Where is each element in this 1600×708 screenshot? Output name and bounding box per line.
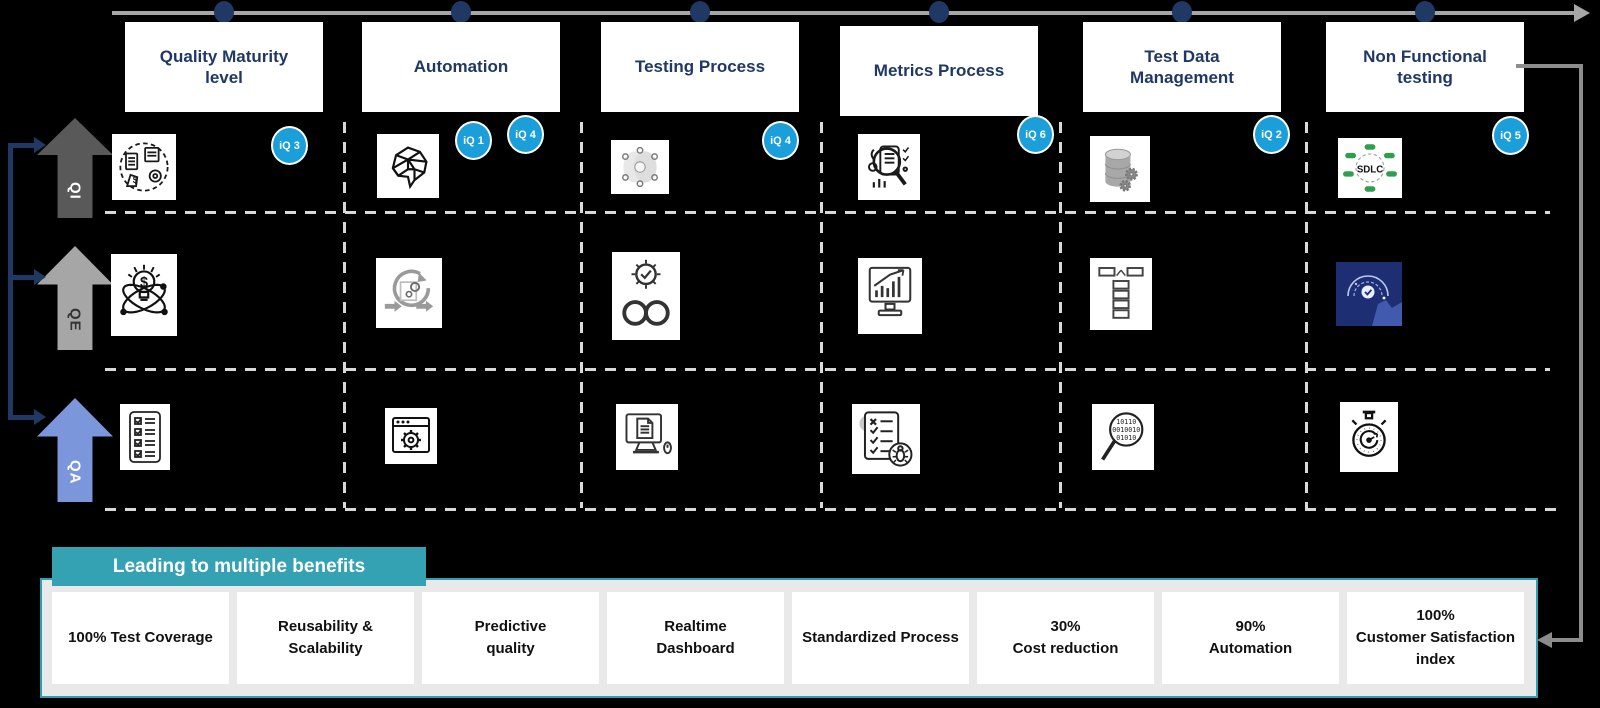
qi-label: QI	[66, 182, 84, 200]
performance-stopwatch-icon	[1340, 402, 1398, 472]
timeline-dot	[1415, 1, 1435, 23]
qe-label: QE	[66, 308, 84, 332]
qa-label: QA	[66, 459, 84, 485]
connector-vline	[8, 143, 13, 420]
timeline-dot	[929, 1, 949, 23]
automation-cycle-icon	[376, 258, 442, 328]
grid-hline	[105, 368, 1550, 371]
timeline-dot	[1172, 1, 1192, 23]
iq-badge: iQ 4	[762, 121, 799, 160]
benefits-title-tab: Leading to multiple benefits	[52, 547, 426, 586]
grid-vline	[820, 122, 823, 508]
connector-arrowhead-icon	[34, 269, 46, 285]
connector-branch-qi	[13, 143, 35, 148]
sdlc-network-icon: SDLC	[1338, 138, 1402, 198]
iq-badge: iQ 2	[1253, 115, 1290, 154]
benefit-card-automation: 90%Automation	[1162, 592, 1339, 684]
benefit-card-standardized-process: Standardized Process	[792, 592, 969, 684]
ai-brain-icon	[377, 134, 439, 198]
column-header-testing-process: Testing Process	[601, 22, 799, 112]
timeline-dot	[690, 1, 710, 23]
grid-hline	[105, 211, 1550, 214]
cost-optimization-icon: $	[112, 134, 176, 200]
svg-text:$: $	[140, 275, 148, 291]
column-header-quality-maturity: Quality Maturity level	[125, 22, 323, 112]
grid-vline	[1059, 122, 1062, 508]
devops-infinity-icon	[612, 252, 680, 340]
checklist-icon	[120, 404, 170, 470]
column-header-metrics-process: Metrics Process	[840, 26, 1038, 116]
svg-text:10110: 10110	[1116, 418, 1136, 426]
grid-vline	[343, 122, 346, 508]
web-automation-gear-icon	[385, 408, 437, 464]
defect-report-bug-icon	[852, 404, 920, 474]
qi-arrow: QI	[37, 118, 113, 218]
loop-line-right	[1579, 64, 1583, 642]
timeline-dot	[214, 1, 234, 23]
benefit-card-reusability: Reusability &Scalability	[237, 592, 414, 684]
data-mapping-icon	[1090, 258, 1152, 330]
timeline-dot	[451, 1, 471, 23]
column-header-non-functional-testing: Non Functional testing	[1326, 22, 1524, 112]
svg-text:01010: 01010	[1116, 434, 1136, 442]
grid-vline	[580, 122, 583, 508]
qa-arrow: QA	[37, 398, 113, 502]
benefits-title: Leading to multiple benefits	[112, 555, 366, 577]
iq-badge: iQ 3	[271, 126, 308, 165]
benefit-card-test-coverage: 100% Test Coverage	[52, 592, 229, 684]
column-header-automation: Automation	[362, 22, 560, 112]
connector-branch-qa	[8, 415, 35, 420]
column-header-test-data-management: Test Data Management	[1083, 22, 1281, 112]
timeline-arrowhead-icon	[1574, 4, 1590, 22]
grid-vline	[1305, 122, 1308, 508]
connector-branch-qe	[13, 275, 35, 280]
svg-text:SDLC: SDLC	[1357, 164, 1383, 175]
loop-arrowhead-icon	[1537, 632, 1552, 648]
grid-hline	[105, 508, 1560, 511]
manual-test-monitor-icon	[616, 404, 678, 470]
test-data-database-icon	[1090, 136, 1150, 202]
innovation-bulb-icon: $	[111, 254, 177, 336]
svg-text:0010010: 0010010	[1112, 426, 1140, 434]
loop-line-bottom	[1552, 638, 1583, 642]
svg-text:$: $	[133, 175, 138, 185]
metrics-analysis-icon	[858, 134, 920, 200]
connector-arrowhead-icon	[34, 137, 46, 153]
ai-assurance-photo	[1336, 262, 1402, 326]
code-inspection-magnifier-icon: 10110 0010010 01010	[1092, 404, 1154, 470]
loop-line-top	[1516, 64, 1583, 68]
iq-badge: iQ 4	[507, 115, 544, 154]
benefit-card-cost-reduction: 30%Cost reduction	[977, 592, 1154, 684]
qe-arrow: QE	[37, 246, 113, 350]
iq-badge: iQ 1	[455, 121, 492, 160]
iq-badge: iQ 6	[1017, 115, 1054, 154]
testing-process-cycle-icon	[611, 140, 669, 194]
growth-dashboard-icon	[858, 258, 922, 334]
timeline-line	[112, 11, 1574, 15]
connector-arrowhead-icon	[34, 409, 46, 425]
iq-badge: iQ 5	[1492, 116, 1529, 155]
